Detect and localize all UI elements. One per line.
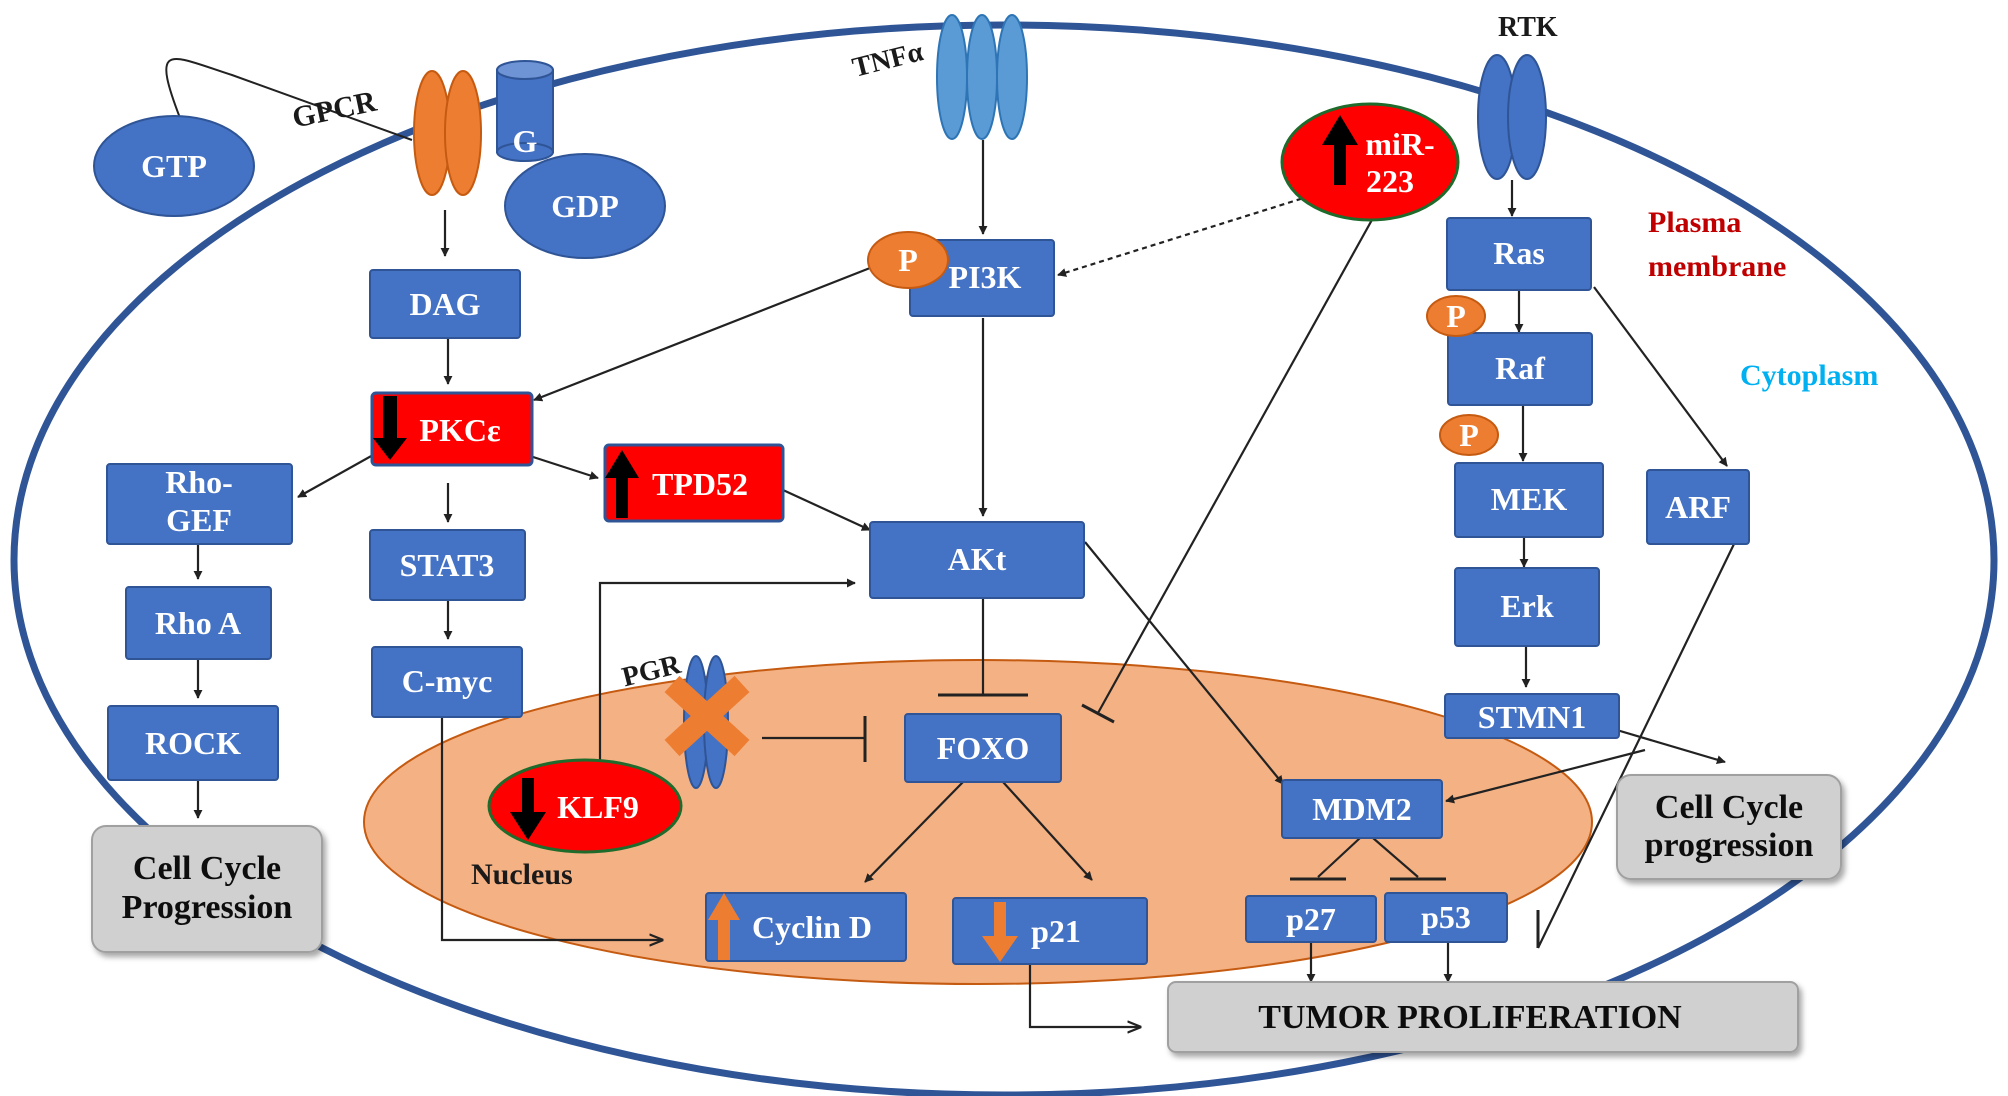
block-x-icon <box>664 675 750 757</box>
pkce-label: PKCε <box>419 412 501 448</box>
akt-node: AKt <box>869 521 1085 599</box>
raf-label: Raf <box>1495 350 1545 386</box>
stmn1-label: STMN1 <box>1478 699 1586 735</box>
dag-node: DAG <box>369 269 521 339</box>
ccp-right-line1: Cell Cycle <box>1655 789 1803 826</box>
cytoplasm-label: Cytoplasm <box>1740 359 1878 392</box>
rhoa-label: Rho A <box>155 605 241 641</box>
erk-node: Erk <box>1454 567 1600 647</box>
gpcr-receptor <box>413 70 482 196</box>
mdm2-label: MDM2 <box>1312 791 1412 827</box>
mir223-node: miR- 223 <box>1280 102 1460 222</box>
plasma-membrane-label-line2: membrane <box>1648 250 1786 283</box>
up-arrow-icon <box>1322 115 1358 185</box>
p21-node: p21 <box>952 897 1148 965</box>
foxo-label: FOXO <box>937 730 1029 766</box>
gtp-label: GTP <box>141 148 207 184</box>
tumor-proliferation-box: TUMOR PROLIFERATION <box>1167 981 1799 1053</box>
down-arrow-icon <box>982 902 1018 962</box>
mir223-label-line2: 223 <box>1366 163 1414 199</box>
gdp-label: GDP <box>551 188 619 224</box>
pkce-node: PKCε <box>370 391 534 467</box>
mek-node: MEK <box>1454 462 1604 538</box>
cell-cycle-progression-left: Cell Cycle Progression <box>91 825 323 953</box>
ccp-right-line2: progression <box>1645 827 1814 864</box>
pathway-edges <box>165 57 1735 1027</box>
plasma-membrane-label-line1: Plasma <box>1648 206 1741 239</box>
rock-node: ROCK <box>107 705 279 781</box>
cell-cycle-progression-right: Cell Cycle progression <box>1616 774 1842 880</box>
rhogef-label-line2: GEF <box>166 502 232 538</box>
cyclind-node: Cyclin D <box>705 892 907 962</box>
mek-label: MEK <box>1491 481 1568 517</box>
arf-label: ARF <box>1665 489 1731 525</box>
pi3k-label: PI3K <box>949 259 1022 295</box>
klf9-label: KLF9 <box>557 789 639 825</box>
erk-label: Erk <box>1500 588 1554 624</box>
mdm2-node: MDM2 <box>1281 779 1443 839</box>
p53-node: p53 <box>1384 892 1508 943</box>
raf-node: Raf <box>1447 332 1593 406</box>
phospho-label: P <box>1459 417 1479 453</box>
ccp-left-line1: Cell Cycle <box>133 850 281 887</box>
tpd52-node: TPD52 <box>603 443 785 523</box>
klf9-node: KLF9 <box>487 758 683 854</box>
rhogef-label-line1: Rho- <box>165 464 233 500</box>
foxo-node: FOXO <box>904 713 1062 783</box>
nucleus-label: Nucleus <box>471 858 573 891</box>
phospho-label: P <box>1446 298 1466 334</box>
g-protein-label: G <box>513 123 538 159</box>
phospho-pi3k: P <box>867 231 949 289</box>
p21-label: p21 <box>1031 913 1081 949</box>
dag-label: DAG <box>409 286 480 322</box>
ccp-left-line2: Progression <box>122 889 293 926</box>
gtp-node: GTP <box>93 115 255 217</box>
p27-node: p27 <box>1245 895 1377 943</box>
gpcr-label: GPCR <box>289 85 379 135</box>
phospho-raf: P <box>1439 414 1499 456</box>
stat3-label: STAT3 <box>400 547 495 583</box>
gdp-node: GDP <box>504 153 666 259</box>
p27-label: p27 <box>1286 901 1336 937</box>
g-protein: G <box>496 60 554 162</box>
rtk-receptor <box>1477 54 1547 180</box>
cmyc-node: C-myc <box>371 646 523 718</box>
tpd52-label: TPD52 <box>652 466 748 502</box>
phospho-label: P <box>898 242 918 278</box>
down-arrow-icon <box>373 396 407 460</box>
arf-node: ARF <box>1646 469 1750 545</box>
stmn1-node: STMN1 <box>1444 693 1620 739</box>
ras-label: Ras <box>1493 235 1545 271</box>
tumor-proliferation-label: TUMOR PROLIFERATION <box>1258 999 1682 1036</box>
down-arrow-icon <box>510 778 546 840</box>
up-arrow-icon <box>708 893 740 960</box>
cmyc-label: C-myc <box>402 663 493 699</box>
ras-node: Ras <box>1446 217 1592 291</box>
mir223-label-line1: miR- <box>1365 126 1434 162</box>
tnfa-label: TNFα <box>849 36 926 83</box>
rhogef-node: Rho- GEF <box>106 463 293 545</box>
cyclind-label: Cyclin D <box>752 909 872 945</box>
akt-label: AKt <box>948 541 1007 577</box>
p53-label: p53 <box>1421 899 1471 935</box>
up-arrow-icon <box>605 450 639 518</box>
tnfa-receptor <box>936 14 1028 140</box>
rock-label: ROCK <box>145 725 241 761</box>
rhoa-node: Rho A <box>125 586 272 660</box>
stat3-node: STAT3 <box>369 529 526 601</box>
rtk-label: RTK <box>1498 12 1558 43</box>
phospho-ras: P <box>1426 295 1486 337</box>
